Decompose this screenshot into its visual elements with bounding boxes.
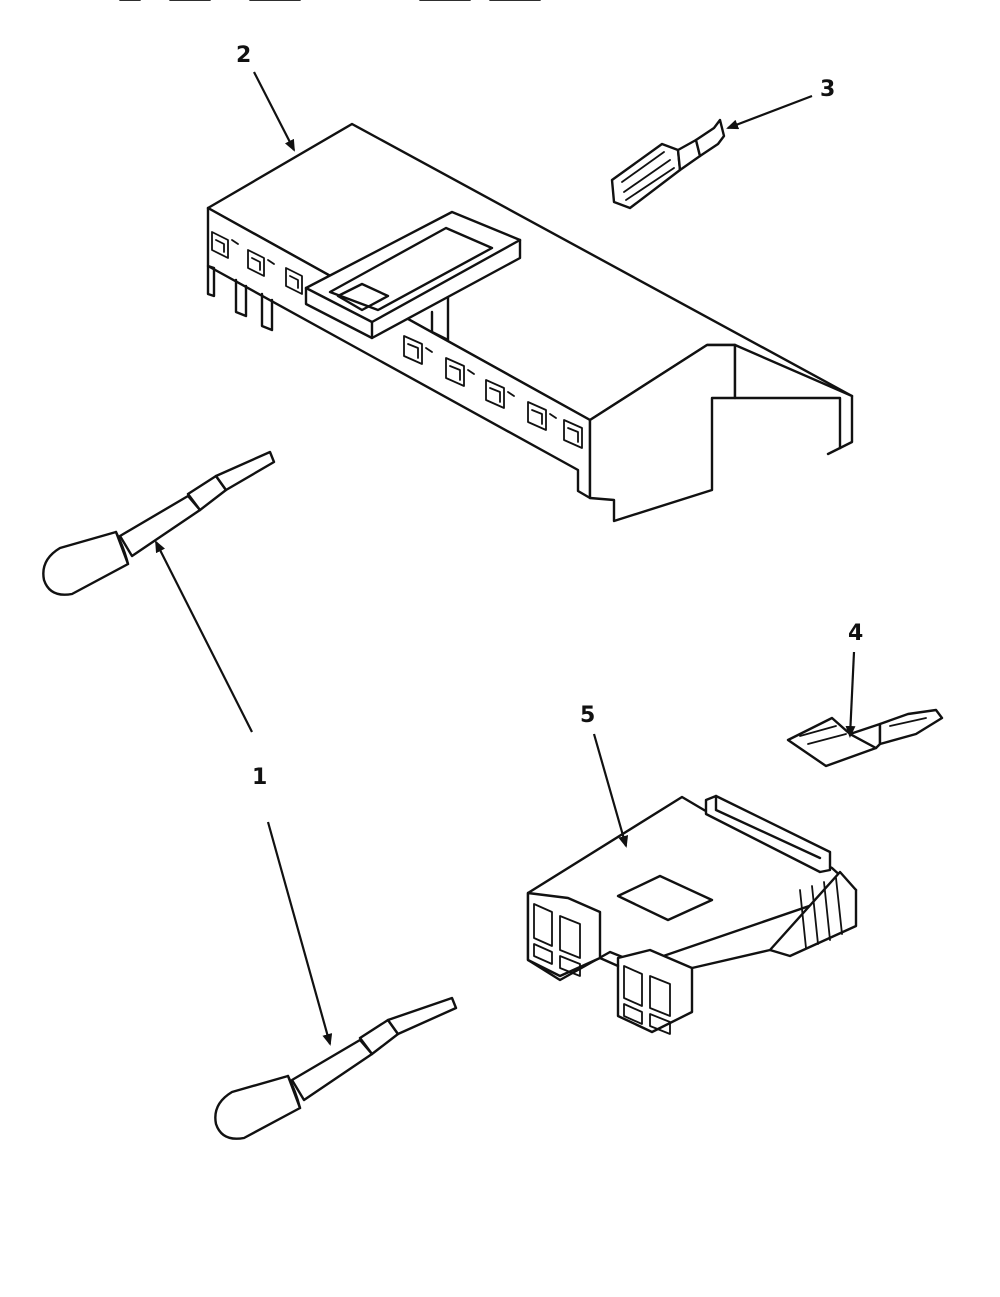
callout-1: 1 bbox=[252, 765, 267, 790]
leader-3 bbox=[726, 94, 813, 130]
leader-lines bbox=[155, 71, 856, 1046]
part-1-probe-upper bbox=[42, 450, 276, 596]
part-3-terminal bbox=[610, 118, 726, 210]
leader-5 bbox=[592, 733, 629, 848]
leader-4 bbox=[845, 651, 856, 738]
callout-3: 3 bbox=[820, 77, 835, 102]
part-1-probe-lower bbox=[214, 996, 458, 1140]
callout-5: 5 bbox=[580, 703, 595, 728]
part-2-terminal-block bbox=[206, 122, 854, 523]
leader-2 bbox=[253, 71, 295, 152]
part-4-terminal bbox=[786, 708, 944, 768]
callout-4: 4 bbox=[848, 621, 863, 646]
leader-1-upper bbox=[155, 540, 253, 733]
callout-2: 2 bbox=[236, 43, 251, 68]
part-5-housing bbox=[526, 794, 858, 1035]
leader-1-lower bbox=[266, 821, 333, 1046]
